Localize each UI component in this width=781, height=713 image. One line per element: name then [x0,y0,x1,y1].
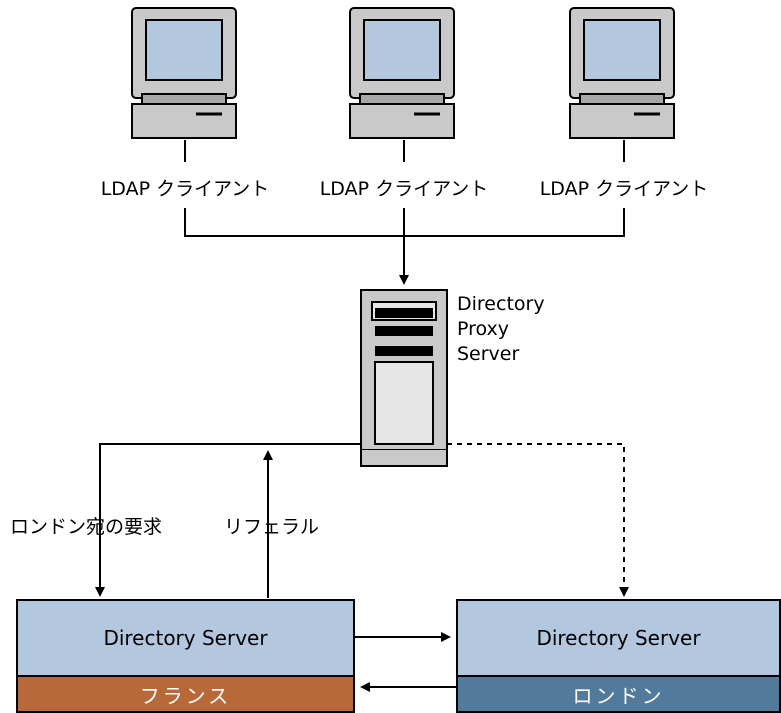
proxy-to-london-dashed-line [447,443,629,597]
proxy-server-label: Directory Proxy Server [457,292,545,367]
proxy-server-icon [360,289,448,467]
client-label: LDAP クライアント [100,178,270,200]
proxy-label-line3: Server [457,343,520,365]
directory-server-london: Directory Server ロンドン [456,599,781,713]
client-label: LDAP クライアント [319,178,489,200]
directory-server-title: Directory Server [18,601,353,677]
directory-server-title: Directory Server [458,601,779,677]
proxy-label-line2: Proxy [457,318,510,340]
client-label: LDAP クライアント [539,178,709,200]
referral-label: リフェラル [224,516,320,538]
client-computer-icon [349,7,455,139]
client-computer-icon [131,7,237,139]
site-label-france: フランス [18,677,353,711]
request-label: ロンドン宛の要求 [10,516,163,538]
directory-server-france: Directory Server フランス [16,599,355,713]
request-to-france-line [95,443,361,597]
client-computer-icon [569,7,675,139]
site-label-london: ロンドン [458,677,779,711]
proxy-label-line1: Directory [457,293,545,315]
